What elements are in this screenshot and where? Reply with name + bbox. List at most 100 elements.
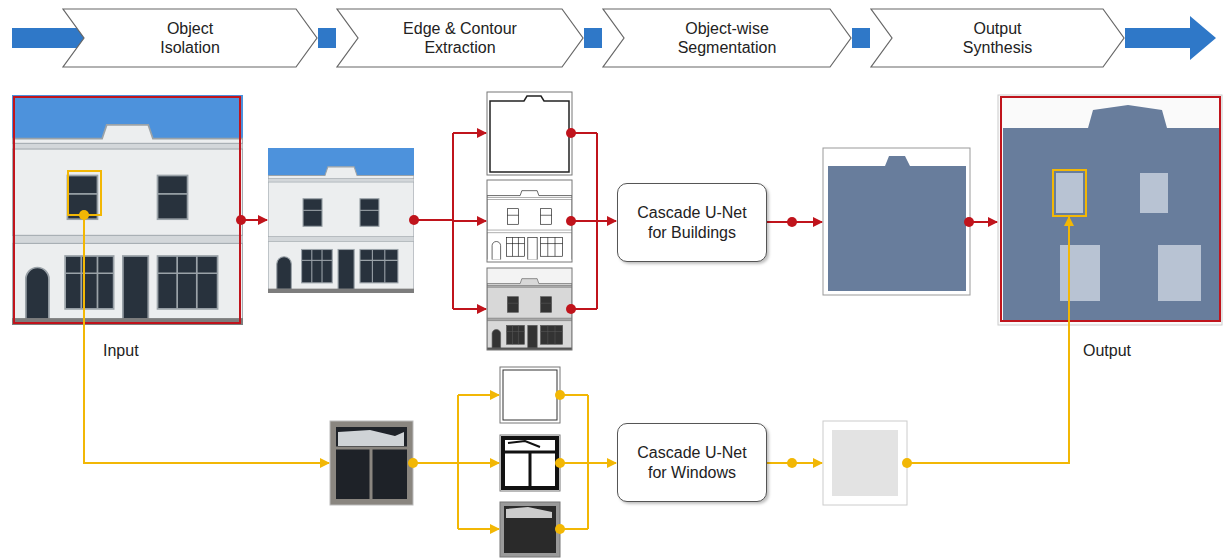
output-composite-part [1003,105,1219,320]
building-flow-wires-part [414,219,453,221]
text-group: Cascade U-Net for Buildings [630,203,754,241]
step-label: Object-wise Segmentation [668,19,786,57]
output-composite-part [1158,245,1201,301]
window-flow-wires-part [588,462,616,464]
flow-connector [318,28,336,48]
window-flow-wires-part [84,215,329,463]
window-flow-dots-part [555,524,565,534]
output-composite-part [1060,245,1100,301]
process-step-chevron: Edge & Contour Extraction [336,8,584,68]
isolated-building [268,148,414,293]
process-step-chevron: Object-wise Segmentation [602,8,852,68]
window-gray-map-part [504,506,556,553]
process-box: Cascade U-Net for Windows [617,423,767,502]
step-label: Object Isolation [144,19,236,57]
window-edge-map-part [503,438,557,488]
window-contour-map-part [503,370,557,420]
window-crop-part [370,448,373,499]
building-contour-map [487,92,572,175]
flow-connector [584,28,602,48]
step-label: Edge & Contour Extraction [394,19,526,57]
box-label: Cascade U-Net for Windows [630,443,754,481]
window-flow-wires-part [458,528,499,530]
window-mask-part [832,430,898,496]
chevron-outline [62,8,318,68]
output-composite-part [1001,97,1220,321]
window-mask [823,421,907,505]
window-flow-wires-part [458,462,499,464]
building-flow-dots-part [566,304,576,314]
building-mask-part [828,156,966,291]
text-group: Edge & Contour Extraction [394,19,526,57]
building-flow-wires-part [453,132,486,134]
chevron-shape [603,9,851,67]
window-flow-dots-part [555,390,565,400]
window-gray-map [500,502,560,557]
window-edge-map-part [529,452,532,488]
output-composite-part [1140,173,1168,213]
building-flow-wires-part [597,220,616,222]
process-box: Cascade U-Net for Buildings [617,183,767,262]
building-flow-wires-part [453,308,486,310]
figure-label: Input [103,342,139,360]
chevron-outline [870,8,1125,68]
window-crop-part [330,421,413,505]
window-flow-wires [84,215,1069,529]
window-flow-dots-part [555,458,565,468]
window-contour-map-part [500,367,560,423]
box-label: Cascade U-Net for Buildings [630,203,754,241]
building-flow-dots-part [409,215,419,225]
window-flow-wires-part [458,394,499,396]
process-band-part [1125,16,1216,60]
building-gray-map [487,268,572,350]
process-step-chevron: Output Synthesis [870,8,1125,68]
window-flow-dots-part [902,458,912,468]
window-edge-map-part [508,441,540,447]
chevron-shape [63,9,317,67]
chevron-shape [337,9,583,67]
text-group: Output Synthesis [952,19,1044,57]
output-composite-part [1053,170,1086,216]
window-flow-wires-part [413,462,458,464]
window-edge-map [500,435,560,491]
building-flow-wires [243,133,997,309]
window-mask-part [823,421,907,505]
window-crop-part [338,430,404,446]
building-mask-part [823,148,970,295]
output-composite-part [1056,173,1083,213]
text-group: Object-wise Segmentation [668,19,786,57]
window-contour-map [500,367,560,423]
window-crop [330,421,413,505]
window-flow-dots [79,210,912,534]
building-flow-wires-part [970,221,997,223]
window-gray-map-part [506,507,552,518]
building-flow-dots-part [787,217,797,227]
building-edge-map [487,180,572,262]
step-label: Output Synthesis [952,19,1044,57]
window-flow-dots-part [408,458,418,468]
figure-label: Output [1083,342,1131,360]
building-edge-map-part [487,180,572,262]
building-flow-dots-part [566,216,576,226]
window-flow-dots-part [787,458,797,468]
building-mask [823,148,970,295]
building-gray-map-part [487,268,572,350]
building-gray-map-part [487,268,572,350]
text-group: Object Isolation [144,19,236,57]
window-crop-part [336,427,407,499]
chevron-outline [336,8,584,68]
process-step-chevron: Object Isolation [62,8,318,68]
flow-connector [852,28,870,48]
building-flow-wires-part [243,219,267,221]
building-flow-wires-part [453,220,486,222]
window-gray-map-part [500,502,560,557]
building-flow-dots-part [964,217,974,227]
input-photo-part [12,95,243,325]
input-photo-part [14,97,240,323]
building-flow-dots [236,128,974,314]
building-flow-dots-part [566,128,576,138]
window-flow-dots-part [79,210,89,220]
